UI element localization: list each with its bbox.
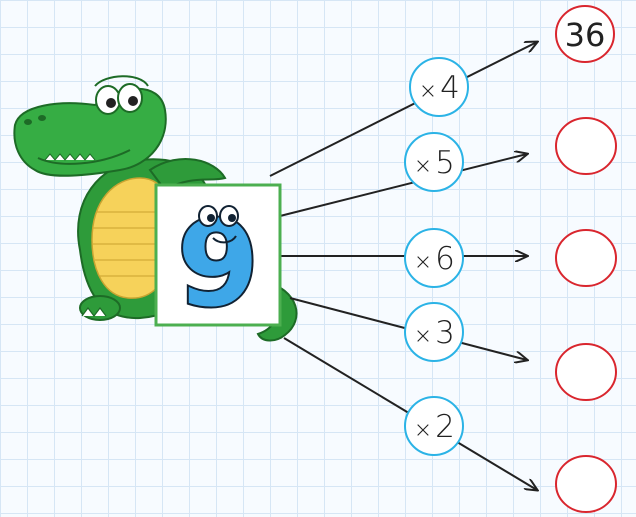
answer-circle-5[interactable] [555, 455, 617, 513]
answer-circle-1[interactable]: 36 [555, 5, 615, 63]
op-factor: 2 [435, 409, 455, 445]
operation-circle-1: × 4 [409, 57, 469, 117]
center-number: 9 [177, 195, 259, 333]
crocodile-mascot-icon [13, 75, 298, 342]
op-factor: 4 [440, 70, 460, 106]
center-number-box: 9 [154, 183, 282, 335]
operation-circle-3: × 6 [404, 228, 464, 288]
op-sign: × [414, 250, 432, 275]
op-factor: 3 [435, 315, 455, 351]
answer-circle-3[interactable] [555, 229, 617, 287]
arrow-1 [269, 42, 537, 177]
arrows [269, 42, 537, 490]
operation-circle-4: × 3 [404, 302, 464, 362]
answer-circle-2[interactable] [555, 117, 617, 175]
arrow-2 [279, 154, 527, 217]
answer-value: 36 [565, 16, 606, 54]
operation-circle-5: × 2 [404, 396, 464, 456]
op-sign: × [414, 418, 432, 443]
op-sign: × [414, 154, 432, 179]
op-sign: × [419, 79, 437, 104]
operation-circle-2: × 5 [404, 132, 464, 192]
answer-circle-4[interactable] [555, 343, 617, 401]
op-sign: × [414, 324, 432, 349]
op-factor: 6 [435, 241, 455, 277]
number-nine-character-icon: 9 [175, 193, 261, 335]
op-factor: 5 [435, 145, 455, 181]
